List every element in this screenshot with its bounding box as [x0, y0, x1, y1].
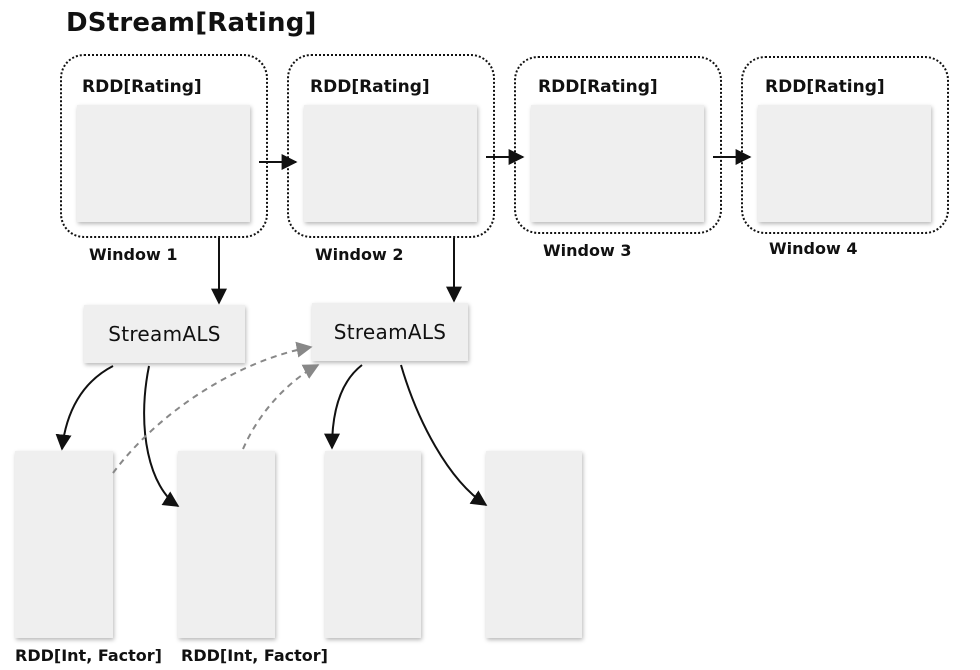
window-3-label: Window 3 [543, 241, 632, 260]
window-4-label: Window 4 [769, 239, 858, 258]
window-1-group [60, 54, 268, 238]
arrow-als-2-to-factor-4 [400, 364, 488, 506]
stream-als-box-2: StreamALS [312, 303, 468, 361]
window-2-rdd-label: RDD[Rating] [310, 77, 430, 97]
window-4-rdd-label: RDD[Rating] [765, 77, 885, 97]
window-1-rdd-card [77, 105, 250, 222]
factor-rdd-card-2 [178, 451, 275, 638]
arrow-als-2-to-factor-3 [324, 364, 363, 450]
window-3-rdd-card [531, 105, 704, 222]
factor-rdd-label-2: RDD[Int, Factor] [181, 646, 328, 665]
window-3-rdd-label: RDD[Rating] [538, 77, 658, 97]
arrow-als-1-to-factor-1 [55, 365, 114, 451]
stream-als-box-1: StreamALS [84, 305, 245, 363]
window-2-rdd-card [304, 105, 477, 222]
window-3-group [514, 56, 722, 234]
dashed-arrow-factor-2-to-als-2 [242, 364, 320, 450]
dashed-arrow-factor-1-to-als-2 [112, 341, 313, 474]
window-2-group [287, 54, 495, 238]
window-2-label: Window 2 [315, 245, 404, 264]
factor-rdd-card-3 [325, 451, 421, 638]
window-1-rdd-label: RDD[Rating] [82, 77, 202, 97]
diagram-title: DStream[Rating] [66, 8, 317, 38]
factor-rdd-card-4 [486, 451, 582, 638]
arrow-als-1-to-factor-2 [143, 365, 180, 507]
window-4-rdd-card [758, 105, 931, 222]
factor-rdd-card-1 [15, 451, 113, 638]
window-1-label: Window 1 [89, 245, 178, 264]
window-4-group [741, 56, 949, 234]
factor-rdd-label-1: RDD[Int, Factor] [15, 646, 162, 665]
